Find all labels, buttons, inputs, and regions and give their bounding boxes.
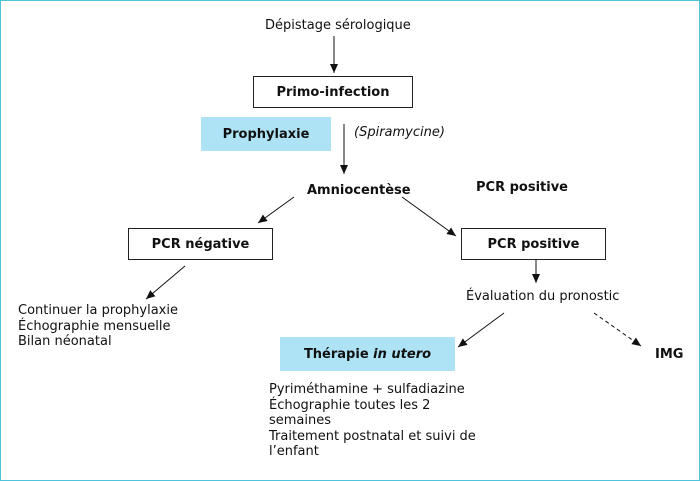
arrow-negative-to-list [145, 265, 186, 300]
pcr-positive-label: PCR positive [476, 180, 568, 195]
list-item: semaines [269, 413, 332, 428]
amniocentese-label: Amniocentèse [307, 183, 411, 198]
therapie-prefix: Thérapie [303, 346, 374, 362]
arrow-amnio-to-negative [257, 196, 295, 224]
spiramycine-note: (Spiramycine) [354, 125, 445, 140]
evaluation-label: Évaluation du pronostic [466, 289, 620, 304]
prophylaxie-label: Prophylaxie [222, 126, 310, 142]
list-item: Échographie toutes les 2 [269, 397, 431, 413]
negative-list: Continuer la prophylaxie Échographie men… [18, 303, 178, 350]
pcr-negative-box: PCR négative [128, 228, 273, 260]
arrow-evaluation-to-img [593, 312, 642, 347]
therapie-box: Thérapie in utero [280, 337, 455, 371]
list-item: l’enfant [269, 444, 319, 459]
pcr-positive-box: PCR positive [461, 228, 606, 260]
img-label: IMG [655, 347, 684, 362]
list-item: Bilan néonatal [18, 334, 112, 349]
depistage-label: Dépistage sérologique [265, 18, 411, 33]
therapie-italic: in utero [373, 346, 432, 362]
primo-infection-box: Primo-infection [253, 76, 413, 108]
list-item: Traitement postnatal et suivi de [269, 428, 476, 444]
therapy-list: Pyriméthamine + sulfadiazine Échographie… [269, 382, 476, 460]
pcr-negative-label: PCR négative [151, 236, 250, 252]
list-item: Échographie mensuelle [18, 318, 171, 334]
list-item: Continuer la prophylaxie [18, 303, 178, 318]
list-item: Pyriméthamine + sulfadiazine [269, 382, 465, 397]
arrow-evaluation-to-therapie [457, 312, 505, 348]
prophylaxie-box: Prophylaxie [201, 117, 331, 151]
primo-infection-label: Primo-infection [276, 84, 390, 100]
pcr-positive-box-label: PCR positive [487, 236, 580, 252]
arrow-amnio-to-positive [401, 196, 457, 237]
